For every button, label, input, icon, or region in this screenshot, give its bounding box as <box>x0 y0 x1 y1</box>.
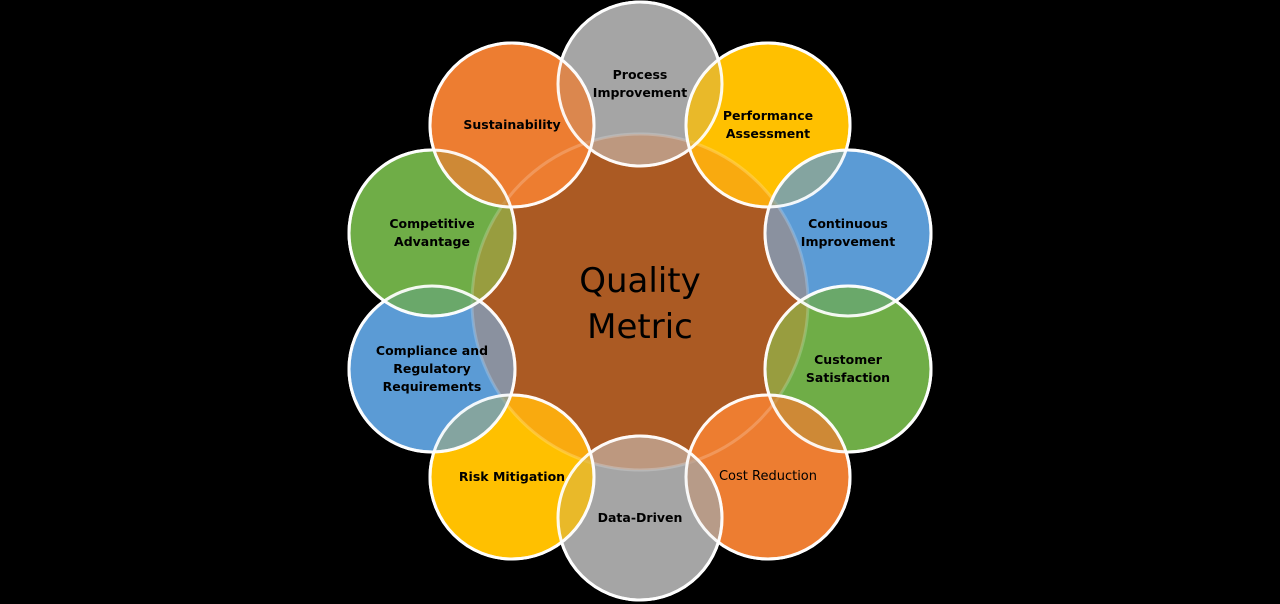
cost-reduction-outline <box>684 393 852 561</box>
continuous-improvement-outline <box>763 148 933 318</box>
process-improvement-outline <box>556 0 724 168</box>
compliance-outline <box>347 284 517 454</box>
data-driven-outline <box>556 434 724 602</box>
competitive-advantage-outline <box>347 148 517 318</box>
outer-circle-overlays <box>347 0 933 602</box>
sustainability-outline <box>428 41 596 209</box>
center-circle-fill <box>472 134 808 470</box>
customer-satisfaction-outline <box>763 284 933 454</box>
